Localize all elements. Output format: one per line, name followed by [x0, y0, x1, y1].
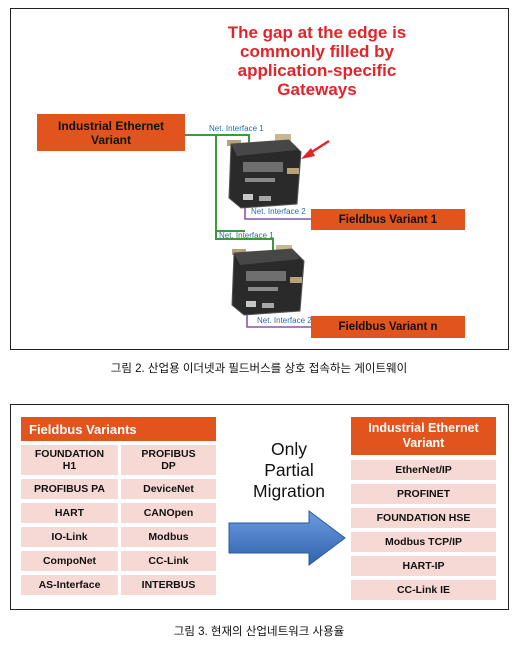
net-interface-1-label: Net. Interface 1 [209, 124, 264, 133]
fieldbus-cell: INTERBUS [121, 575, 216, 595]
figure-2-panel: The gap at the edge is commonly filled b… [10, 8, 509, 350]
migration-line: Only [271, 439, 307, 459]
net-interface-2-label: Net. Interface 2 [257, 316, 312, 325]
ethernet-cell: Modbus TCP/IP [351, 532, 496, 552]
fieldbus-cell: CC-Link [121, 551, 216, 571]
headline-line: Gateways [277, 80, 357, 99]
ethernet-cell: EtherNet/IP [351, 460, 496, 480]
gateway-headline: The gap at the edge is commonly filled b… [207, 23, 427, 99]
gateway-pointer-arrowhead [301, 148, 315, 159]
net-interface-1-label: Net. Interface 1 [219, 231, 274, 240]
fieldbus-cell: PROFIBUS DP [121, 445, 216, 475]
header-line: Variant [402, 436, 445, 450]
figure-3-caption: 그림 3. 현재의 산업네트워크 사용율 [173, 626, 345, 638]
fieldbus-cell: DeviceNet [121, 479, 216, 499]
headline-line: The gap at the edge is [227, 23, 407, 42]
fieldbus-cell: CANOpen [121, 503, 216, 523]
ethernet-link-2 [215, 231, 274, 251]
ethernet-cell: CC-Link IE [351, 580, 496, 600]
box-line: Variant [90, 132, 132, 147]
migration-arrow-shape [228, 510, 346, 566]
header-line: Industrial Ethernet [368, 421, 479, 435]
fieldbus-cell: PROFIBUS PA [21, 479, 118, 499]
fieldbus-variant-n-box: Fieldbus Variant n [311, 316, 465, 338]
gateway-device-n [231, 245, 305, 316]
headline-line: commonly filled by [240, 42, 394, 61]
figure-3-panel: Fieldbus Variants FOUNDATION H1 PROFIBUS… [10, 404, 509, 610]
fieldbus-cell: CompoNet [21, 551, 118, 571]
migration-text: Only Partial Migration [233, 439, 345, 502]
migration-line: Partial [264, 460, 314, 480]
fieldbus-variants-header: Fieldbus Variants [21, 417, 216, 441]
fieldbus-cell: Modbus [121, 527, 216, 547]
ethernet-cell: PROFINET [351, 484, 496, 504]
fieldbus-variant-1-box: Fieldbus Variant 1 [311, 209, 465, 230]
figure-2-caption: 그림 2. 산업용 이더넷과 필드버스를 상호 접속하는 게이트웨이 [110, 363, 408, 375]
migration-arrow [228, 510, 346, 566]
fieldbus-cell: HART [21, 503, 118, 523]
net-interface-2-label: Net. Interface 2 [251, 207, 306, 216]
fieldbus-cell: FOUNDATION H1 [21, 445, 118, 475]
fieldbus-cell: IO-Link [21, 527, 118, 547]
ethernet-link-1 [185, 134, 245, 232]
industrial-ethernet-header: Industrial Ethernet Variant [351, 417, 496, 455]
fieldbus-cell: AS-Interface [21, 575, 118, 595]
fieldbus-link-1 [244, 203, 311, 220]
gateway-device-1 [227, 134, 302, 209]
headline-line: application-specific [237, 61, 397, 80]
ethernet-cell: HART-IP [351, 556, 496, 576]
box-line: Industrial Ethernet [57, 118, 164, 133]
migration-line: Migration [253, 481, 325, 501]
industrial-ethernet-box: Industrial Ethernet Variant [37, 114, 185, 151]
ethernet-cell: FOUNDATION HSE [351, 508, 496, 528]
